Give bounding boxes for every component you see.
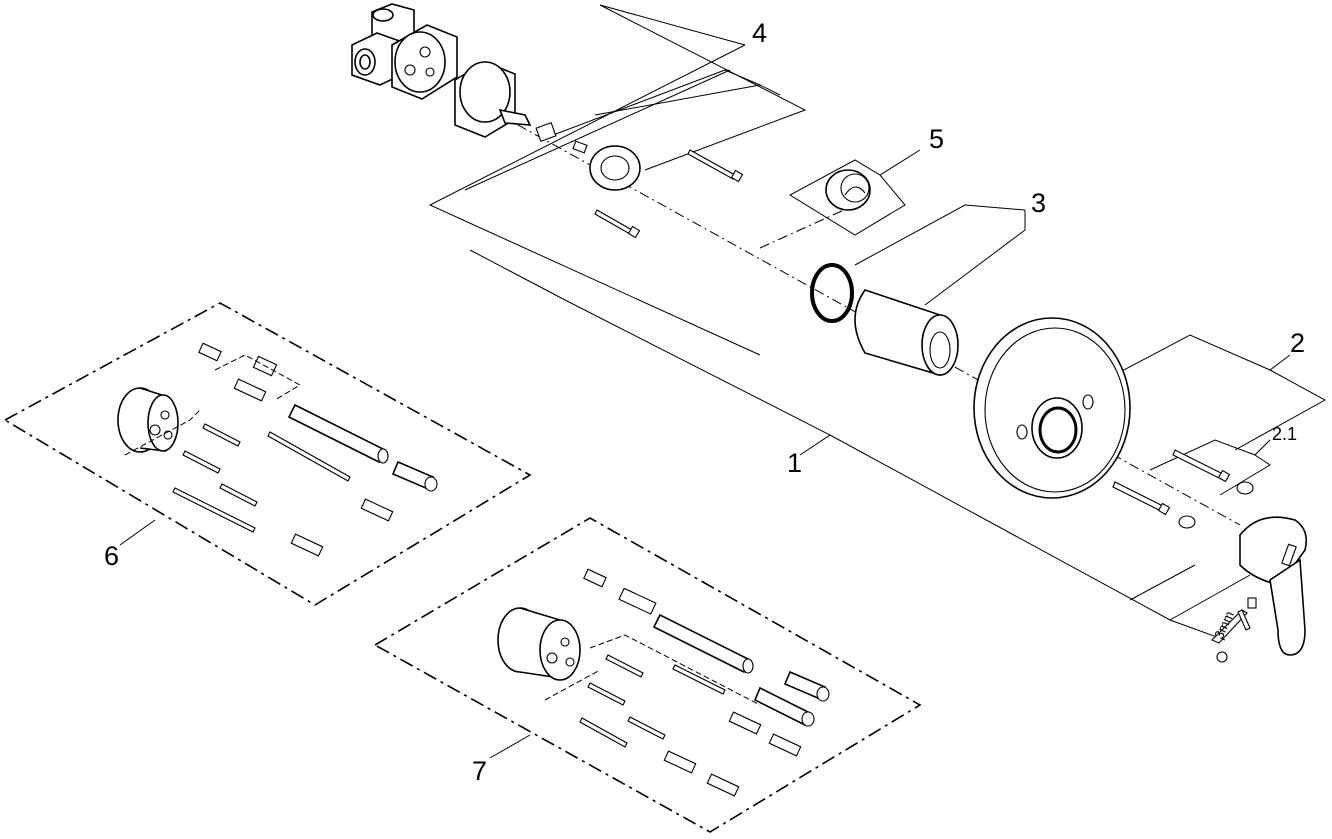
part-2-screws bbox=[1112, 449, 1254, 529]
kit-6-parts bbox=[117, 342, 438, 557]
callout-2-1: 2.1 bbox=[1272, 424, 1297, 444]
callout-7: 7 bbox=[472, 756, 487, 786]
mounting-screws-top bbox=[594, 149, 744, 239]
kit-6-frame bbox=[3, 302, 532, 606]
part-3-sleeve bbox=[810, 263, 959, 376]
kit-7-frame bbox=[373, 517, 922, 833]
callout-4: 4 bbox=[752, 18, 767, 48]
callout-3: 3 bbox=[1031, 188, 1046, 218]
kit-7-parts bbox=[497, 568, 830, 797]
mounting-plate bbox=[589, 145, 641, 191]
callout-2: 2 bbox=[1290, 328, 1305, 358]
leader-lines bbox=[119, 4, 1327, 759]
escutcheon-plate bbox=[973, 317, 1131, 499]
valve-body bbox=[351, 3, 458, 100]
callout-5: 5 bbox=[929, 124, 944, 154]
callout-1: 1 bbox=[787, 448, 802, 478]
callout-6: 6 bbox=[104, 541, 119, 571]
part-5-knob bbox=[825, 169, 871, 211]
hex-key-3mm bbox=[1211, 609, 1251, 663]
lever-handle bbox=[1239, 516, 1308, 656]
cartridge bbox=[454, 61, 588, 154]
